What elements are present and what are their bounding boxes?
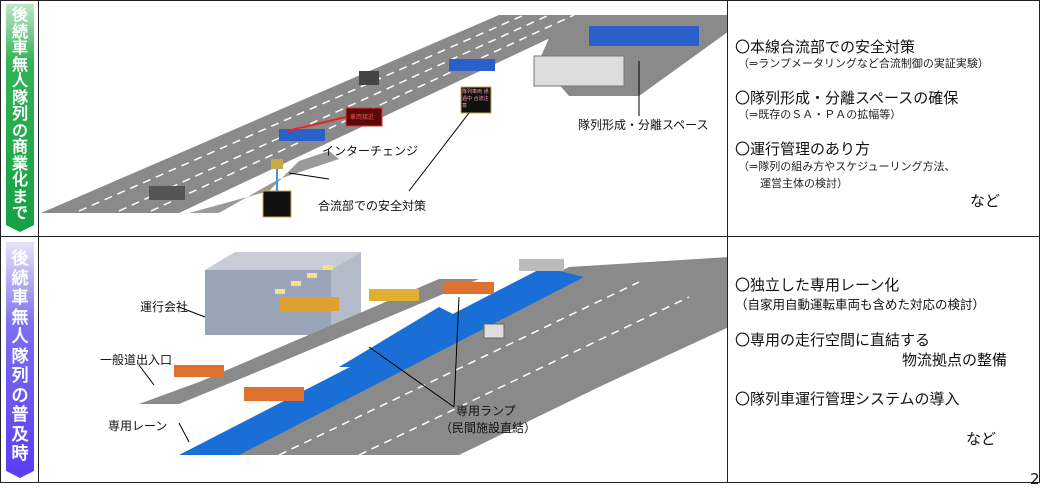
tab-char: ま <box>11 186 28 206</box>
trucks-parked <box>533 55 625 87</box>
tab-char: で <box>11 203 28 222</box>
dedicated-ramp <box>339 307 459 367</box>
sensor-icon <box>271 159 283 169</box>
truck <box>483 323 505 339</box>
col-divider-right <box>727 0 728 483</box>
point-heading: 〇専用の走行空間に直結する <box>735 331 931 349</box>
tab-char: 続 <box>11 268 29 289</box>
tab-char: 人 <box>11 327 29 347</box>
truck <box>149 186 185 200</box>
tab-char: 隊 <box>11 346 29 367</box>
point-heading: 〇独立した専用レーン化 <box>735 276 900 294</box>
tab-char: 化 <box>11 170 28 189</box>
point-sub: （⇒ランプメータリングなど合流制御の実証実験） <box>738 57 989 70</box>
tab-char: 時 <box>11 444 29 464</box>
dedicated-lane-diagram <box>138 252 727 456</box>
tab-char: 車 <box>11 288 29 308</box>
sign-text: 隊列車両 通過中 合流注意 <box>462 89 489 109</box>
tab-char: 後 <box>11 5 28 24</box>
platoon-truck <box>449 59 495 71</box>
platoon-trucks <box>369 289 419 301</box>
red-sign-text: 車両接近 <box>350 114 375 121</box>
platoon-trucks <box>279 297 339 311</box>
platoon-trucks-parked <box>589 26 699 46</box>
trucks <box>174 259 564 401</box>
tab-char: 後 <box>11 249 29 269</box>
tab-char: 無 <box>11 307 29 328</box>
on-ramp <box>189 151 339 213</box>
highway-road <box>41 15 599 213</box>
col-divider-left <box>38 0 39 483</box>
operator-building <box>205 270 331 335</box>
phase-tab-commercialization: 後続車無人隊列の商業化まで <box>6 4 34 232</box>
row-divider <box>0 236 1040 237</box>
point-heading: 〇本線合流部での安全対策 <box>735 38 916 56</box>
tab-char: 列 <box>11 104 28 123</box>
tab-char: 車 <box>11 38 28 57</box>
platoon-trucks <box>244 387 304 401</box>
point-heading: 〇運行管理のあり方 <box>735 140 871 158</box>
tab-char: 業 <box>11 153 28 173</box>
label-interchange: インターチェンジ <box>322 144 419 158</box>
tab-char: 隊 <box>11 87 28 107</box>
point-sub: （⇒隊列の組み方やスケジューリング方法、 <box>738 160 956 173</box>
label-operator: 運行会社 <box>140 300 189 314</box>
point-heading: 〇隊列形成・分離スペースの確保 <box>735 89 959 107</box>
merge-warning-sign <box>460 86 492 114</box>
label-ramp-note: （民間施設直結） <box>440 421 537 435</box>
point-sub: （自家用自動運転車両も含めた対応の検討） <box>735 297 986 312</box>
platoon-trucks <box>174 365 224 377</box>
tab-char: の <box>11 385 29 406</box>
point-sub: 運営主体の検討） <box>760 177 848 190</box>
label-merge-safety: 合流部での安全対策 <box>318 199 427 213</box>
phase-tab-widespread: 後続車無人隊列の普及時 <box>6 242 34 478</box>
merge-diagram <box>41 14 727 218</box>
label-dedicated-lane: 専用レーン <box>108 419 168 433</box>
etc-text: など <box>970 192 1001 210</box>
tab-char: 人 <box>11 71 28 90</box>
label-dedicated-ramp: 専用ランプ <box>456 404 516 418</box>
point-sub: （⇒既存のＳＡ・ＰＡの拡幅等） <box>738 108 902 121</box>
point-sub: 物流拠点の整備 <box>902 351 1008 369</box>
tab-char: 列 <box>11 366 29 386</box>
page-number: 2 <box>1030 470 1040 488</box>
etc-text: など <box>966 430 997 448</box>
tab-char: 普 <box>11 405 29 425</box>
point-heading: 〇隊列車運行管理システムの導入 <box>735 390 960 408</box>
platoon-trucks <box>444 282 494 294</box>
trucks <box>149 26 699 200</box>
merge-warning-sign-ramp <box>262 190 292 218</box>
truck <box>359 71 379 85</box>
label-platoon-space: 隊列形成・分離スペース <box>578 118 709 132</box>
tab-char: の <box>11 120 28 140</box>
platoon-trucks <box>519 259 564 271</box>
tab-char: 続 <box>11 21 28 41</box>
label-general-road: 一般道出入口 <box>100 353 173 367</box>
tab-char: 商 <box>11 137 28 156</box>
platoon-truck <box>279 129 325 141</box>
tab-char: 無 <box>11 54 28 74</box>
tab-char: 及 <box>11 424 29 445</box>
